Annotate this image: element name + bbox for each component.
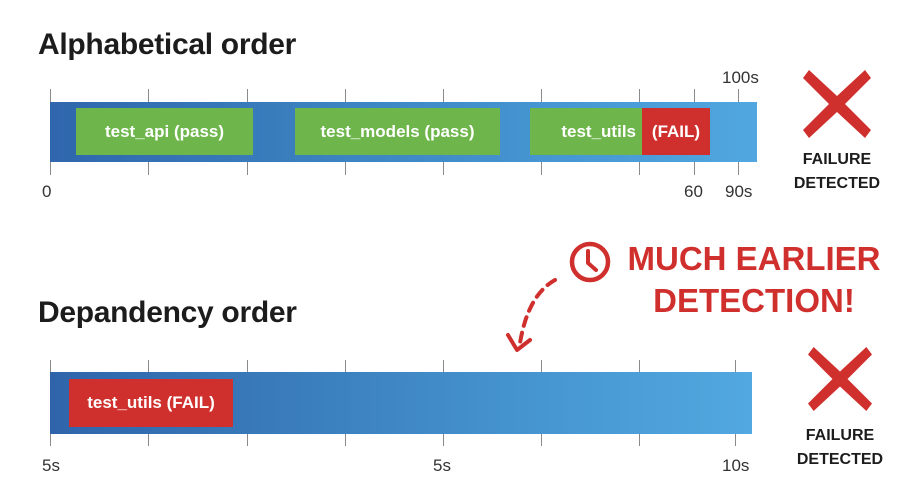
block-test-models: test_models (pass) [295,108,500,155]
block-test-utils: test_utils [530,108,642,155]
block-test-utils-fail: test_utils (FAIL) [69,379,233,427]
callout-headline: MUCH EARLIER DETECTION! [614,238,894,322]
red-x-icon [808,347,872,411]
failure-detected-label: FAILURE DETECTED [785,424,895,472]
callout-line-2: DETECTION! [653,282,855,319]
failure-line: FAILURE [805,427,875,444]
failure-detected-label: FAILURE DETECTED [782,148,892,196]
axis-label-100s: 100s [722,68,759,87]
axis-label-end: 10s [722,456,750,475]
alphabetical-order-title: Alphabetical order [38,28,296,61]
axis-label-90s: 90s [725,182,753,201]
failure-line: FAILURE [802,151,872,168]
clock-icon [569,241,611,283]
dependency-order-title: Depandency order [38,296,297,329]
callout-line-1: MUCH EARLIER [627,240,881,277]
dashed-curved-arrow [506,278,557,352]
block-test-utils-fail: (FAIL) [642,108,710,155]
detected-line: DETECTED [793,175,881,192]
block-test-api: test_api (pass) [76,108,253,155]
axis-label-mid: 5s [433,456,451,475]
axis-label-start: 0 [42,182,52,201]
red-x-icon [803,70,871,138]
axis-label-60: 60 [684,182,703,201]
detected-line: DETECTED [796,451,884,468]
axis-label-start: 5s [42,456,60,475]
